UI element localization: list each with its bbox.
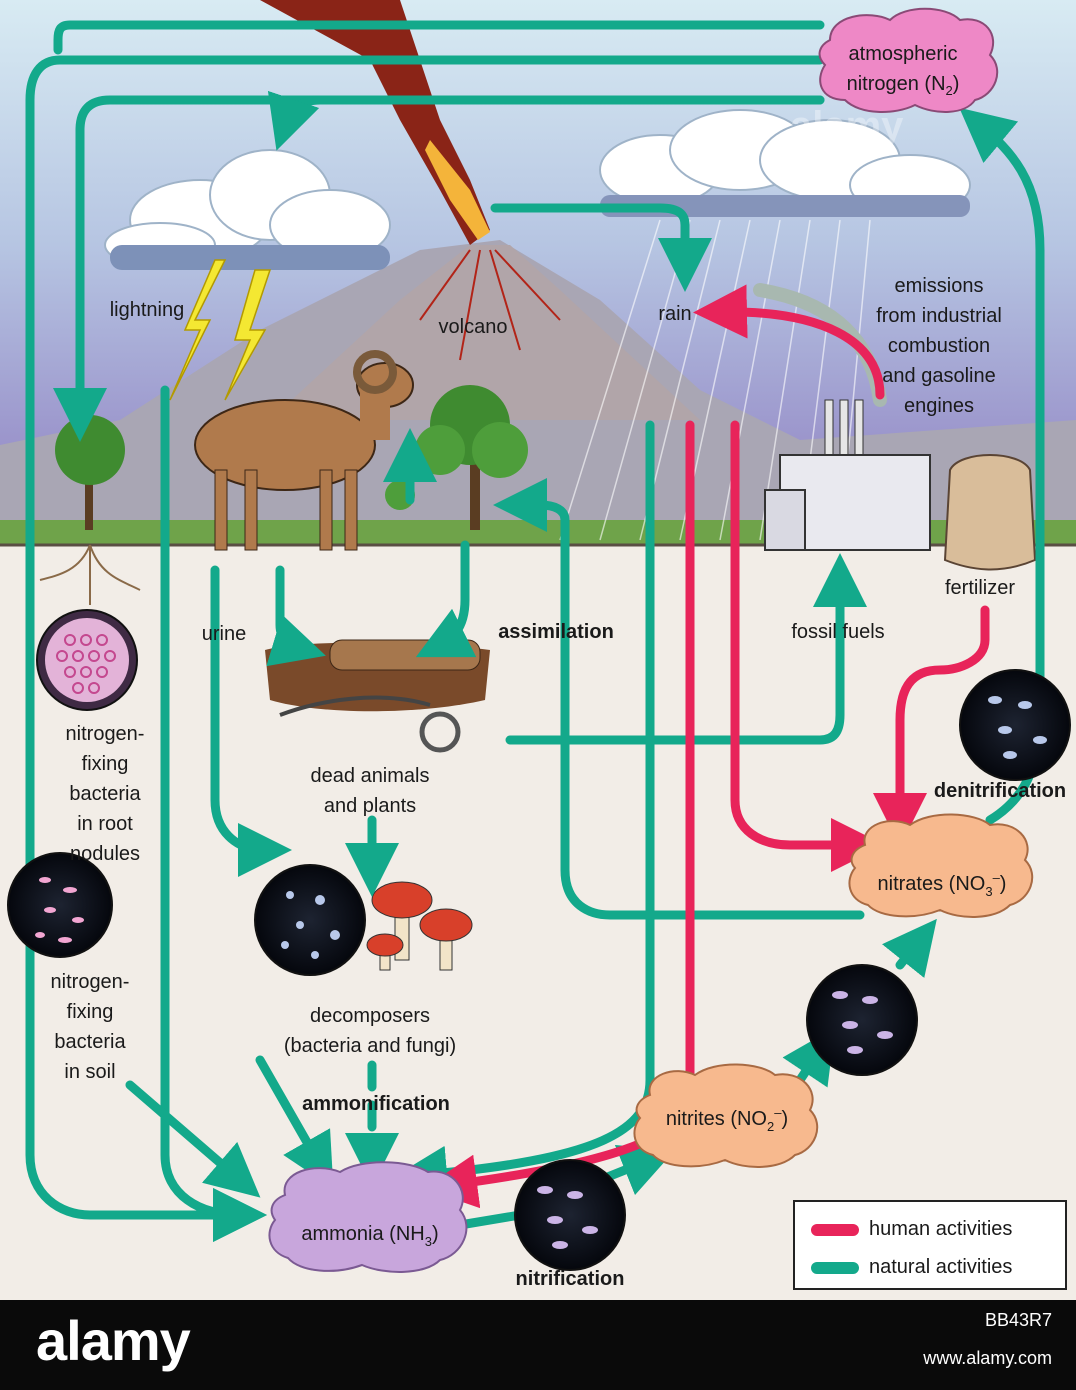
- decomposers-label: decomposers (bacteria and fungi): [284, 1005, 456, 1057]
- soil-bacteria-circle: [7, 852, 113, 958]
- natural-flow-arrows: [25, 20, 1045, 1242]
- goat-icon: [194, 350, 414, 551]
- svg-text:decomposers: decomposers: [310, 1005, 430, 1027]
- svg-text:in root: in root: [77, 813, 133, 835]
- legend: human activities natural activities: [793, 1200, 1067, 1290]
- svg-text:bacteria: bacteria: [69, 783, 141, 805]
- fertilizer-label: fertilizer: [945, 577, 1015, 599]
- legend-human-row: human activities: [811, 1218, 1012, 1241]
- atmospheric-label-line1: atmospheric: [849, 43, 958, 65]
- root-bacteria-label: nitrogen- fixing bacteria in root nodule…: [66, 723, 145, 865]
- fertilizer-bag-icon: [943, 454, 1037, 571]
- lightning-label: lightning: [110, 299, 185, 321]
- atmospheric-label-line2: nitrogen (N2): [847, 73, 960, 98]
- nitrates-node: nitrates (NO3–): [848, 813, 1034, 918]
- rain-label: rain: [658, 303, 691, 325]
- alamy-logo: alamy: [36, 1309, 191, 1372]
- nitrogen-cycle-diagram: atmospheric nitrogen (N2) nitrates (NO3–…: [0, 0, 1076, 1300]
- svg-text:engines: engines: [904, 395, 974, 417]
- ammonification-label: ammonification: [302, 1093, 450, 1115]
- legend-human-swatch: [811, 1223, 859, 1236]
- atmospheric-nitrogen-node: atmospheric nitrogen (N2): [818, 7, 999, 113]
- roots: [39, 544, 141, 605]
- fossil-fuels-label: fossil fuels: [791, 621, 884, 643]
- svg-text:in soil: in soil: [64, 1061, 115, 1083]
- svg-text:and gasoline: and gasoline: [882, 365, 995, 387]
- legend-natural-row: natural activities: [811, 1256, 1012, 1279]
- svg-text:(bacteria and fungi): (bacteria and fungi): [284, 1035, 456, 1057]
- watermark: alamy: [790, 104, 904, 148]
- nitrites-node: nitrites (NO2–): [633, 1063, 819, 1168]
- dead-animals-label: dead animals and plants: [311, 765, 430, 817]
- nitrates-label: nitrates (NO3–): [878, 870, 1007, 899]
- nitrite-bacteria-circle: [806, 964, 918, 1076]
- tree-center: [385, 385, 528, 530]
- denitrifying-bacteria-circle: [959, 669, 1071, 781]
- legend-natural-swatch: [811, 1261, 859, 1274]
- svg-text:and plants: and plants: [324, 795, 416, 817]
- nitrification-label: nitrification: [516, 1268, 625, 1290]
- assimilation-label: assimilation: [498, 621, 614, 643]
- legend-human-label: human activities: [869, 1218, 1013, 1240]
- ammonia-label: ammonia (NH3): [301, 1223, 438, 1249]
- ammonia-node: ammonia (NH3): [268, 1161, 468, 1273]
- soil-bacteria-label: nitrogen- fixing bacteria in soil: [51, 971, 130, 1083]
- denitrification-label: denitrification: [934, 780, 1066, 802]
- svg-text:fixing: fixing: [82, 753, 129, 775]
- lightning-bolt: [169, 259, 272, 401]
- svg-text:nitrogen-: nitrogen-: [51, 971, 130, 993]
- factory-icon: [764, 399, 931, 551]
- svg-text:fixing: fixing: [67, 1001, 114, 1023]
- svg-text:combustion: combustion: [888, 335, 990, 357]
- nitrites-label: nitrites (NO2–): [666, 1105, 788, 1134]
- site-url[interactable]: www.alamy.com: [923, 1348, 1052, 1368]
- emissions-label: emissions from industrial combustion and…: [876, 275, 1002, 417]
- svg-text:emissions: emissions: [895, 275, 984, 297]
- svg-text:nodules: nodules: [70, 843, 140, 865]
- urine-label: urine: [202, 623, 246, 645]
- legend-natural-label: natural activities: [869, 1256, 1013, 1278]
- svg-text:bacteria: bacteria: [54, 1031, 126, 1053]
- svg-text:from industrial: from industrial: [876, 305, 1002, 327]
- image-code: BB43R7: [984, 1310, 1052, 1330]
- nitrifying-bacteria-circle: [514, 1159, 626, 1271]
- svg-text:nitrogen-: nitrogen-: [66, 723, 145, 745]
- decomposer-bacteria-circle: [254, 864, 366, 976]
- volcano-label: volcano: [439, 316, 508, 338]
- stock-footer: alamy BB43R7 www.alamy.com: [0, 1300, 1076, 1390]
- svg-text:dead animals: dead animals: [311, 765, 430, 787]
- root-nodule-bacteria-circle: [36, 609, 138, 711]
